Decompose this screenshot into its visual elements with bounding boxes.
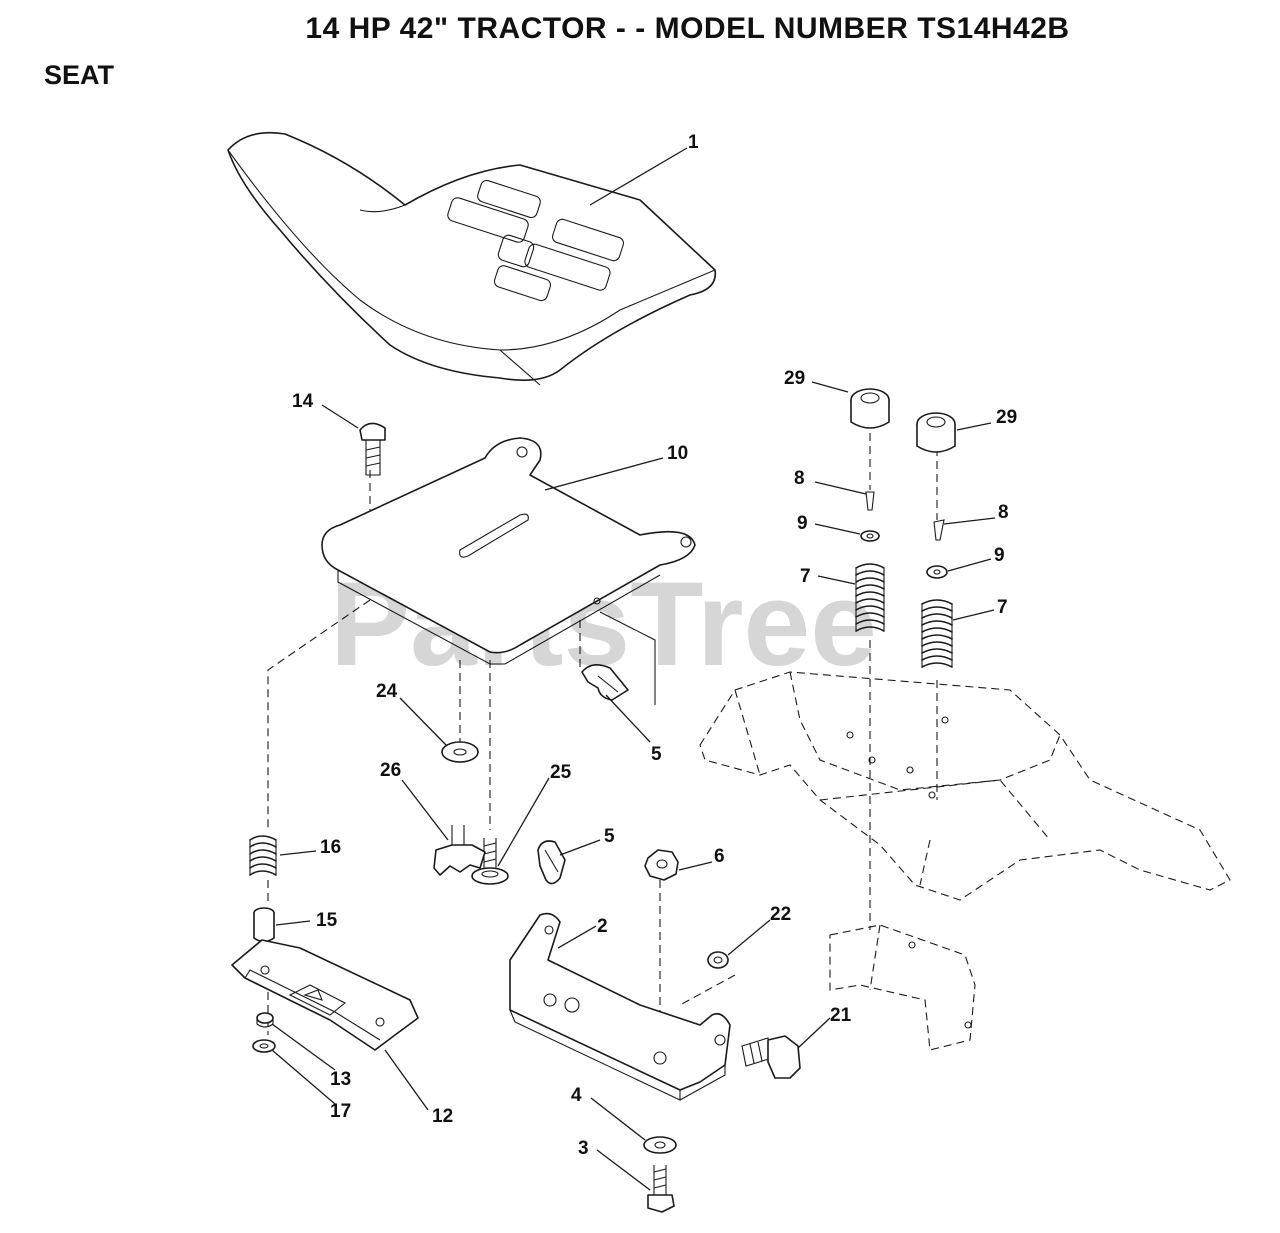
callout-21: 21 xyxy=(830,1005,852,1026)
washer-24 xyxy=(441,741,479,763)
spring-right xyxy=(921,599,953,668)
spring-16 xyxy=(249,835,277,876)
bolt-21 xyxy=(741,1035,801,1079)
callout-2: 2 xyxy=(597,916,608,937)
washer-17 xyxy=(252,1039,276,1053)
callout-26: 26 xyxy=(380,760,401,781)
callout-29-left: 29 xyxy=(784,368,805,389)
slide-plate-12 xyxy=(231,939,419,1051)
nut-22 xyxy=(707,951,729,969)
washer-left xyxy=(860,530,880,542)
callout-22: 22 xyxy=(770,904,791,925)
callout-10: 10 xyxy=(667,443,688,464)
pin-right xyxy=(933,519,945,541)
nut-13 xyxy=(256,1012,274,1028)
seat-bumper-left xyxy=(850,388,890,429)
callout-6: 6 xyxy=(714,846,725,867)
clip-upper xyxy=(581,664,629,701)
callout-5-lower: 5 xyxy=(604,826,615,847)
seat-pan xyxy=(321,437,696,705)
callout-16: 16 xyxy=(320,837,341,858)
callout-3: 3 xyxy=(578,1138,589,1159)
callout-9-left: 9 xyxy=(797,513,808,534)
callout-14: 14 xyxy=(292,391,314,412)
callout-15: 15 xyxy=(316,910,338,931)
callout-29-right: 29 xyxy=(996,407,1017,428)
callout-7-right: 7 xyxy=(997,597,1008,618)
bolt-14 xyxy=(359,422,386,476)
washer-4 xyxy=(643,1136,677,1154)
hex-nut-6 xyxy=(644,849,679,881)
callout-1: 1 xyxy=(688,132,699,153)
clip-lower xyxy=(537,840,566,885)
callout-8-left: 8 xyxy=(794,468,805,489)
callout-8-right: 8 xyxy=(998,502,1009,523)
callout-25: 25 xyxy=(550,762,572,783)
seat-bracket-2 xyxy=(509,912,731,1101)
washer-right xyxy=(926,565,948,579)
callout-5-upper: 5 xyxy=(651,744,662,765)
bolt-3 xyxy=(647,1165,675,1213)
pin-left xyxy=(865,491,875,511)
callout-24: 24 xyxy=(376,681,398,702)
adjustment-knob-26 xyxy=(433,825,486,876)
spring-left xyxy=(855,563,885,632)
callout-numbers: 1 29 29 14 10 8 8 9 9 7 7 24 5 26 25 16 … xyxy=(292,132,1017,1159)
section-label: SEAT xyxy=(44,60,115,90)
seat-bumper-right xyxy=(916,412,956,453)
tractor-frame-outline xyxy=(699,671,1231,1051)
callout-12: 12 xyxy=(432,1106,453,1127)
leader-lines xyxy=(271,147,996,1191)
callout-9-right: 9 xyxy=(994,545,1005,566)
seat xyxy=(227,131,717,386)
callout-7-left: 7 xyxy=(800,566,811,587)
spacer-15 xyxy=(253,907,275,943)
callout-13: 13 xyxy=(330,1069,351,1090)
diagram-title: 14 HP 42" TRACTOR - - MODEL NUMBER TS14H… xyxy=(305,12,1070,45)
callout-17: 17 xyxy=(330,1101,351,1122)
callout-4: 4 xyxy=(571,1085,582,1106)
